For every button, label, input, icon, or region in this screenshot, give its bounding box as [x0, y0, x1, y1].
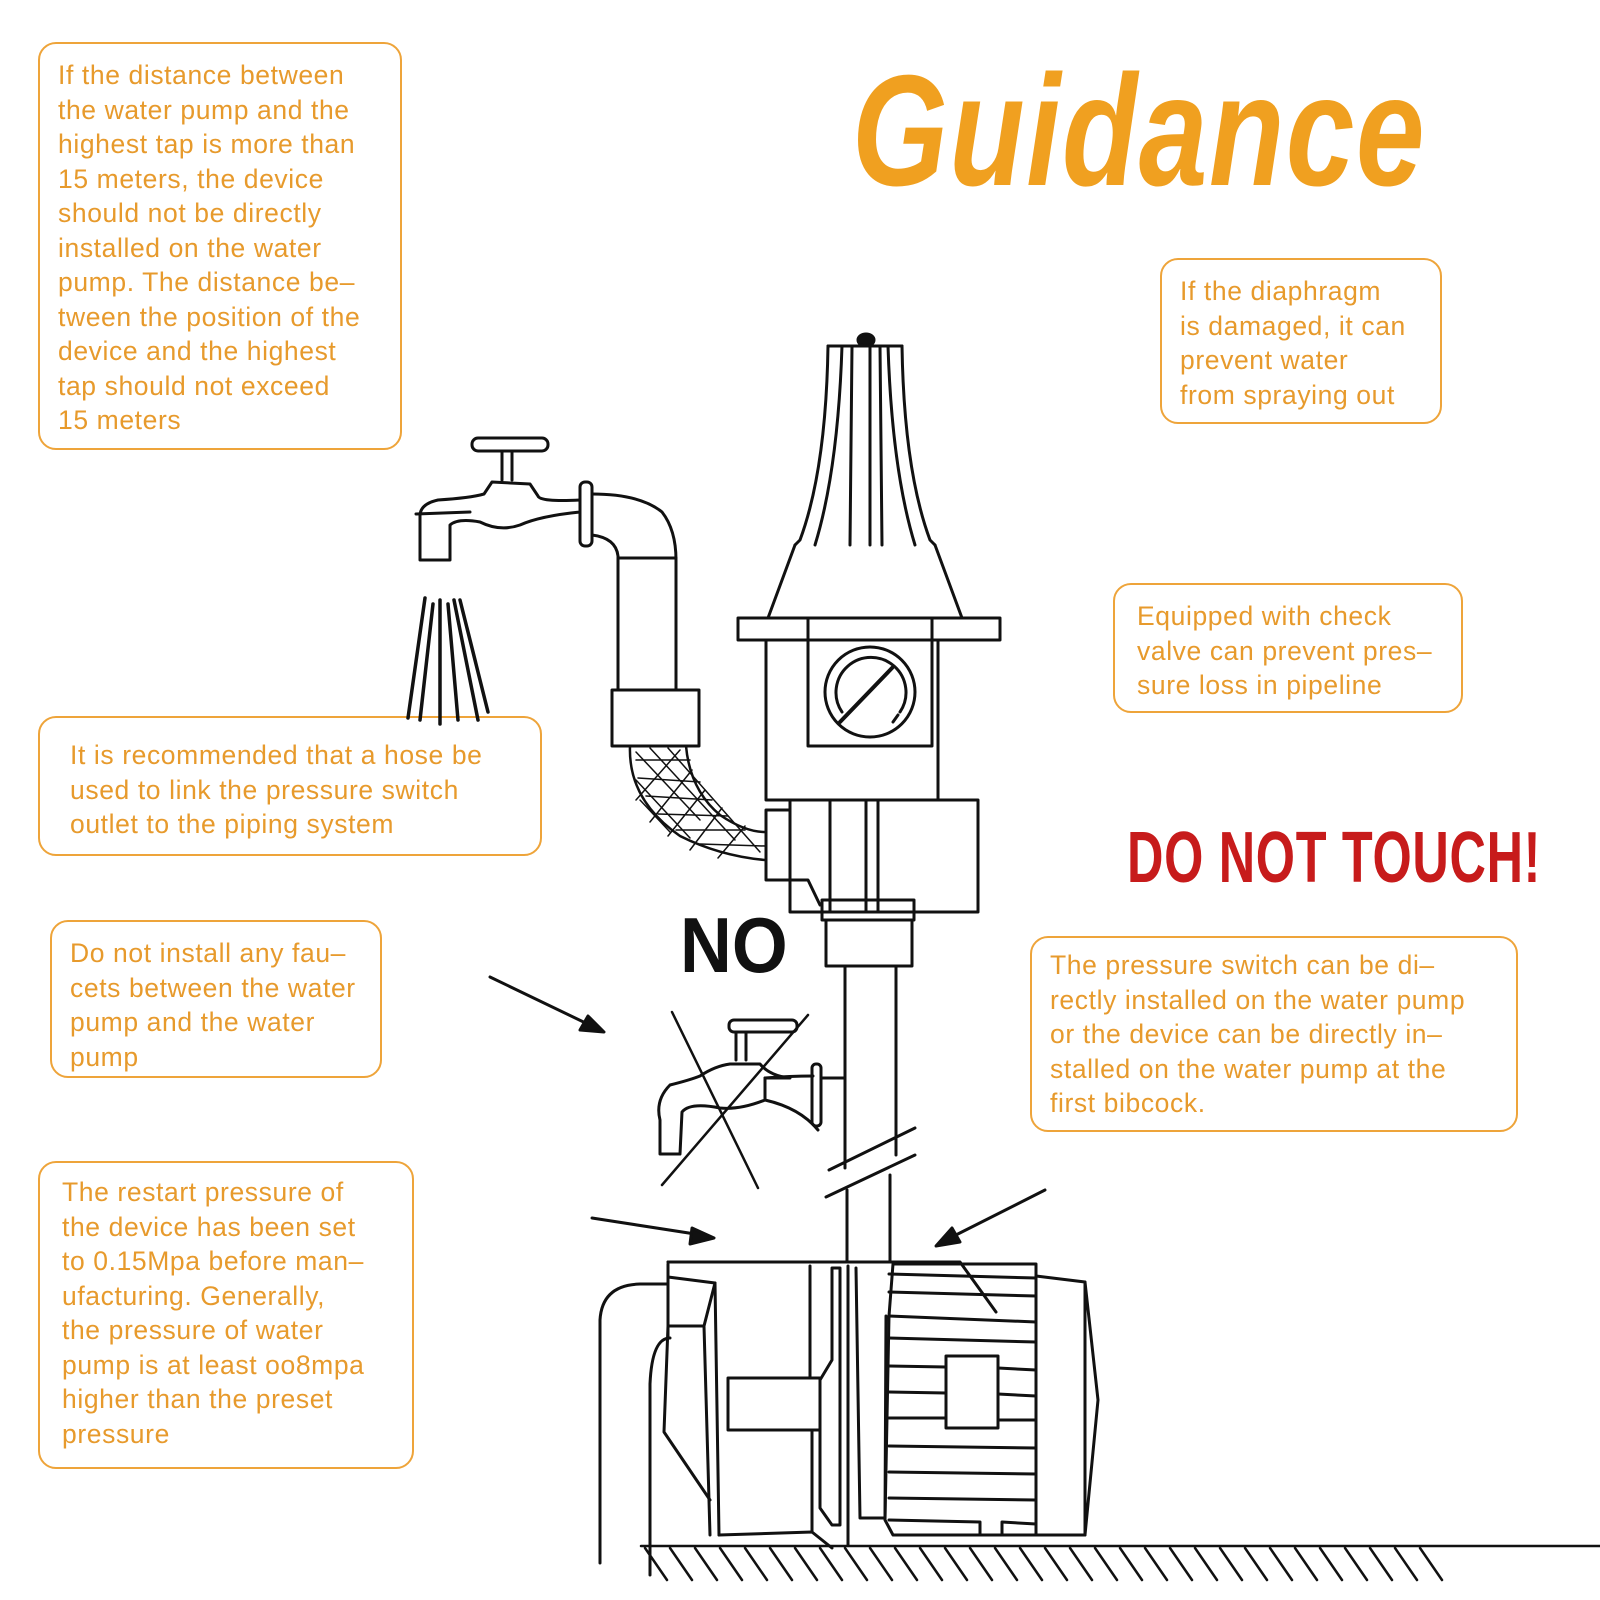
water-spray-icon [406, 596, 490, 726]
note-faucets: Do not install any fau– cets between the… [50, 920, 382, 1078]
note-restart-pressure: The restart pressure of the device has b… [38, 1161, 414, 1469]
note-direct-install: The pressure switch can be di– rectly in… [1030, 936, 1518, 1132]
do-not-touch-warning: DO NOT TOUCH! [1127, 818, 1542, 898]
note-check-valve: Equipped with check valve can prevent pr… [1113, 583, 1463, 713]
page-title: Guidance [852, 43, 1427, 219]
no-label: NO [680, 901, 788, 989]
water-pump-icon [598, 1260, 998, 1577]
note-distance: If the distance between the water pump a… [38, 42, 402, 450]
crossed-out-faucet-icon [657, 1010, 847, 1190]
pressure-controller-icon [736, 332, 1002, 968]
braided-hose-icon [628, 744, 767, 862]
note-diaphragm: If the diaphragm is damaged, it can prev… [1160, 258, 1442, 424]
note-hose: It is recommended that a hose be used to… [38, 716, 542, 856]
electric-motor-icon [883, 1262, 1100, 1537]
vertical-pipe-icon [824, 964, 917, 1264]
ground-hatching [639, 1544, 1600, 1582]
upper-faucet-icon [414, 436, 701, 748]
pointer-arrows [488, 975, 1047, 1248]
